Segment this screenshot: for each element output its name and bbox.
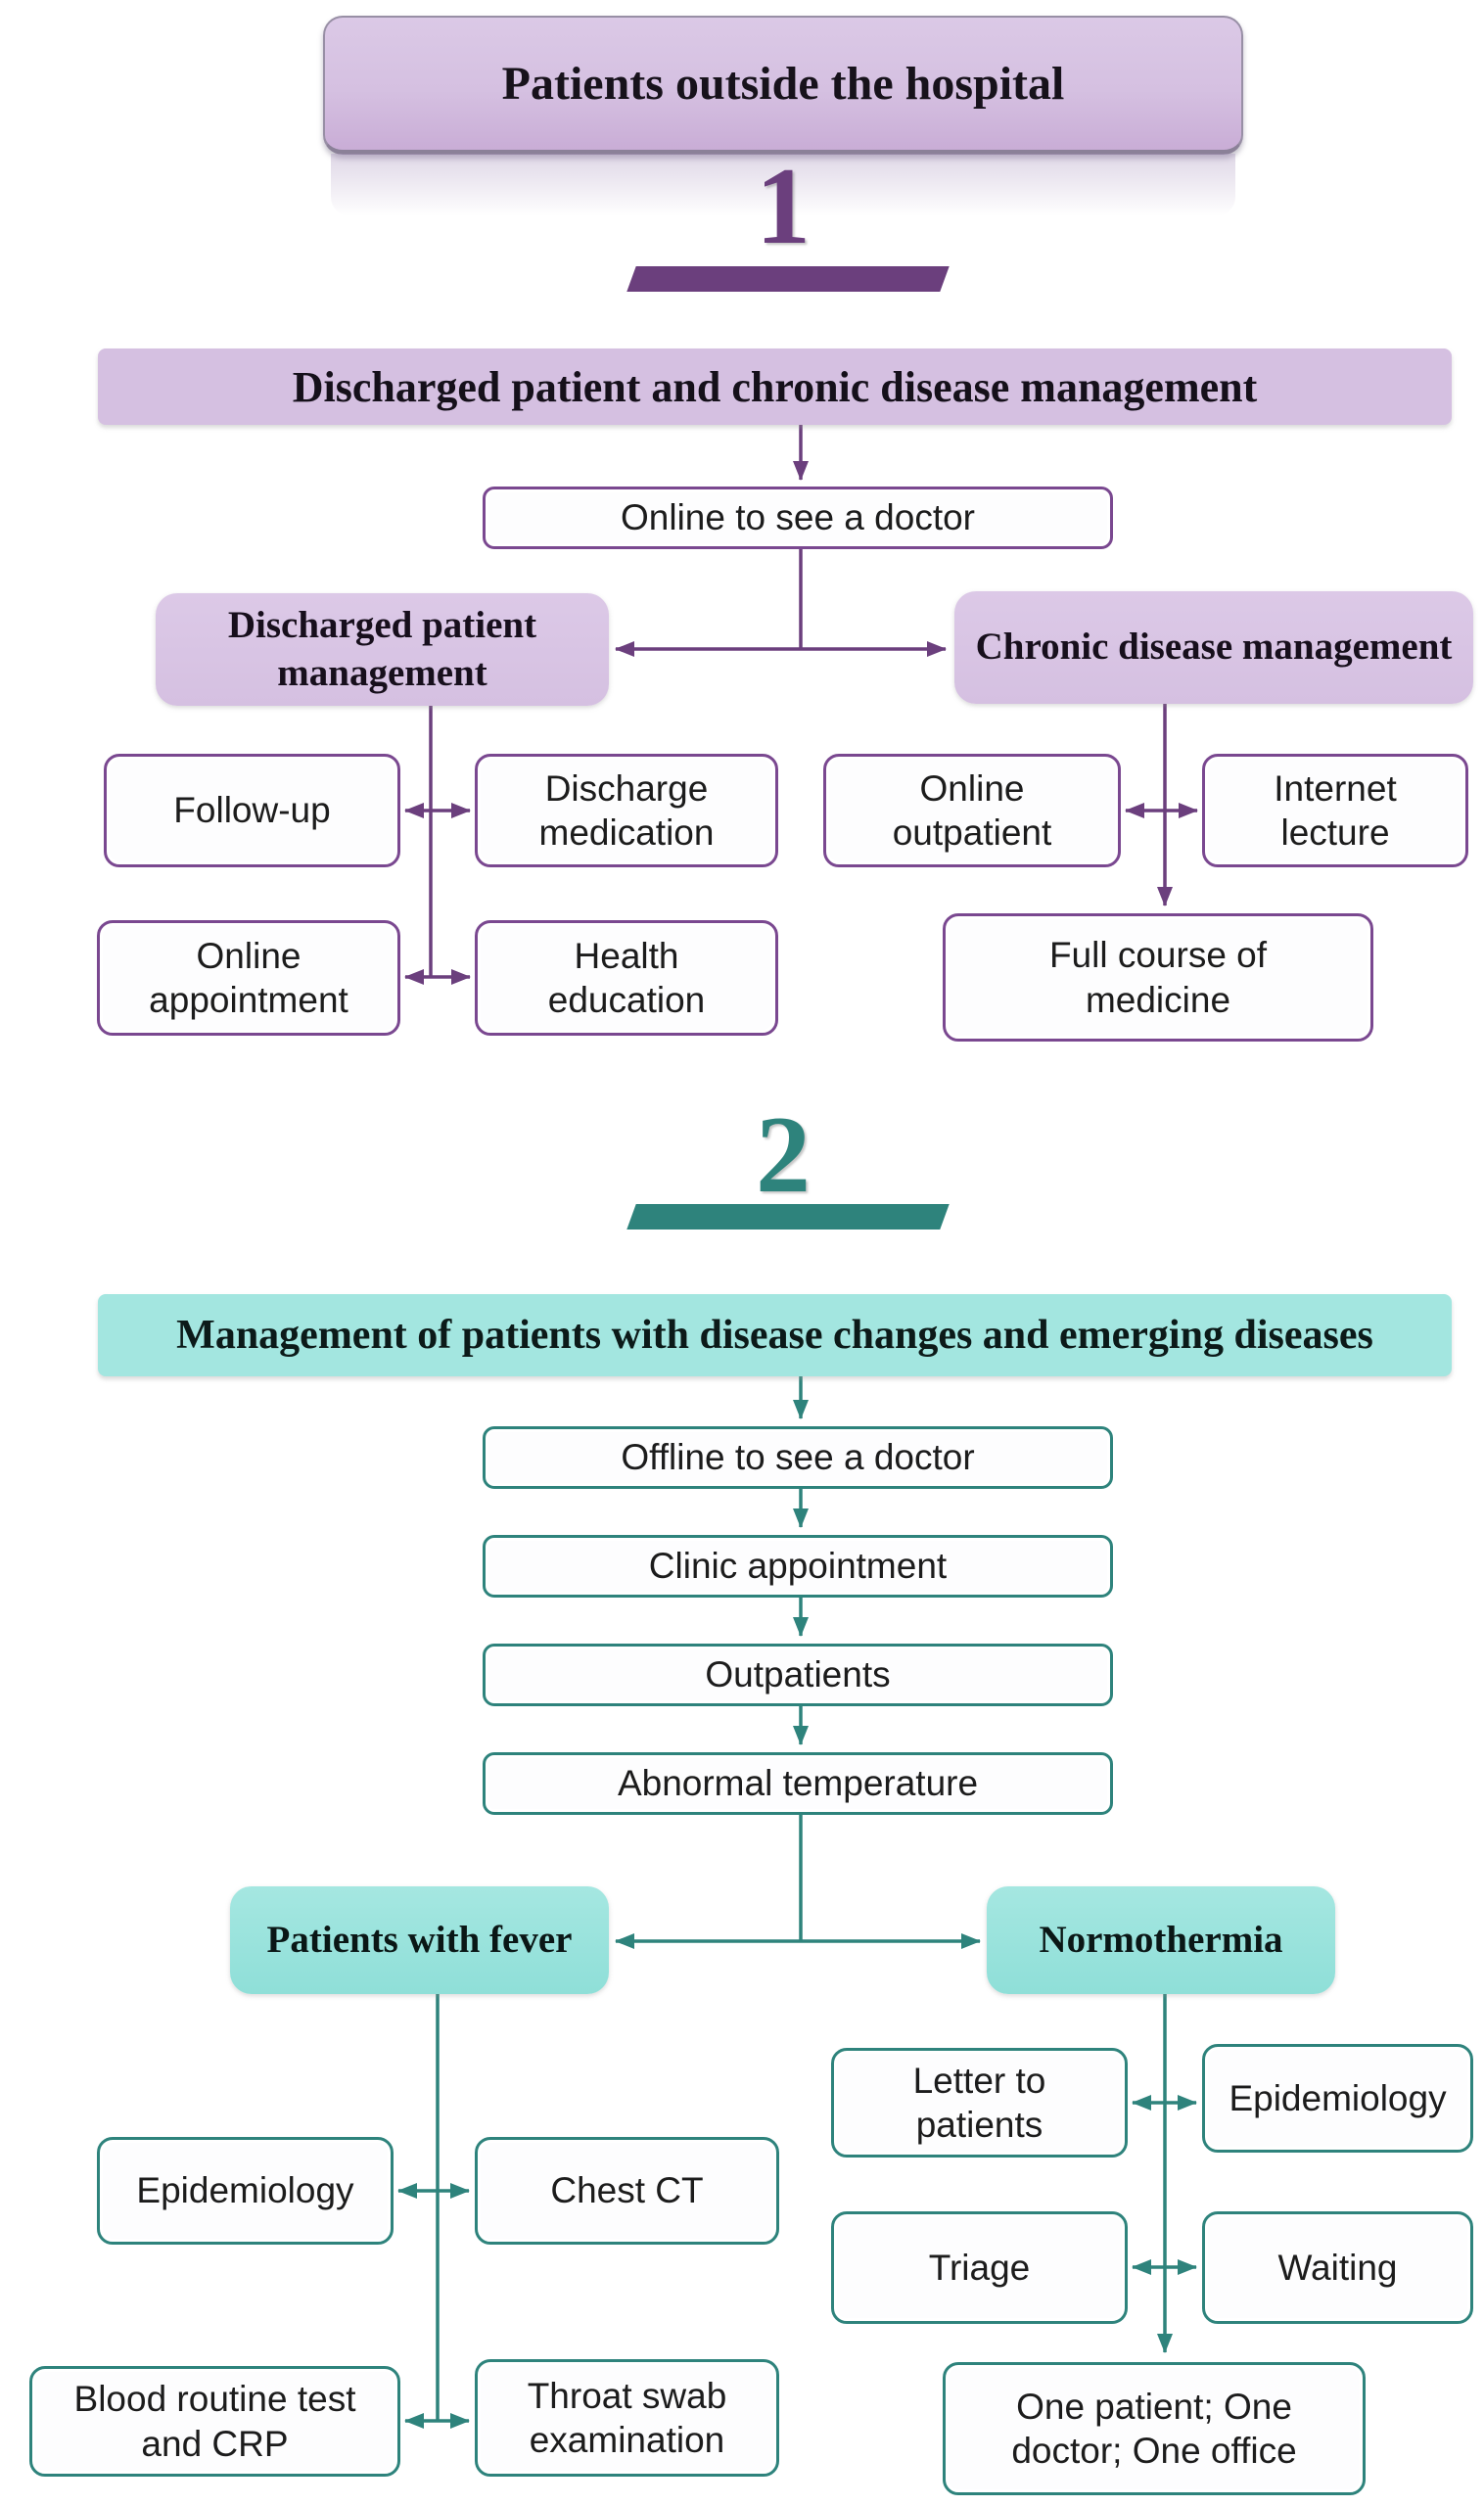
title-text: Patients outside the hospital	[501, 58, 1065, 110]
node-abnormal-temperature: Abnormal temperature	[483, 1752, 1113, 1815]
node-label: Blood routine test and CRP	[73, 2379, 356, 2464]
section1-number: 1	[685, 149, 881, 264]
node-label: Outpatients	[705, 1654, 891, 1695]
node-discharge-medication: Discharge medication	[475, 754, 778, 867]
node-letter-to-patients: Letter to patients	[831, 2048, 1128, 2158]
section1-number-underline	[626, 266, 950, 292]
node-online-appointment: Online appointment	[97, 920, 400, 1036]
node-label: Epidemiology	[1229, 2077, 1447, 2118]
node-label: Throat swab examination	[527, 2375, 727, 2460]
node-internet-lecture: Internet lecture	[1202, 754, 1468, 867]
header-patients-with-fever: Patients with fever	[230, 1886, 609, 1994]
node-label: Clinic appointment	[648, 1546, 948, 1587]
header-label: Normothermia	[1039, 1918, 1283, 1961]
node-triage: Triage	[831, 2211, 1128, 2324]
node-label: Discharge medication	[538, 767, 715, 853]
section2-banner: Management of patients with disease chan…	[98, 1294, 1452, 1376]
node-label: Full course of medicine	[1048, 935, 1268, 1020]
header-discharged-patient-management: Discharged patient management	[156, 593, 609, 706]
node-epidemiology-fever: Epidemiology	[97, 2137, 394, 2245]
node-online-outpatient: Online outpatient	[823, 754, 1121, 867]
section2-number: 2	[685, 1100, 881, 1210]
node-health-education: Health education	[475, 920, 778, 1036]
section2-number-text: 2	[756, 1094, 811, 1216]
node-label: Health education	[547, 935, 706, 1020]
node-full-course-of-medicine: Full course of medicine	[943, 913, 1373, 1042]
node-chest-ct: Chest CT	[475, 2137, 779, 2245]
node-label: Triage	[928, 2247, 1031, 2288]
node-one-patient-one-doctor-one-office: One patient; One doctor; One office	[943, 2362, 1366, 2495]
section2-number-underline	[626, 1204, 950, 1230]
node-label: Epidemiology	[136, 2170, 354, 2211]
node-label: Online appointment	[149, 935, 348, 1020]
header-chronic-disease-management: Chronic disease management	[954, 591, 1473, 704]
node-label: Offline to see a doctor	[621, 1437, 975, 1478]
section2-banner-text: Management of patients with disease chan…	[176, 1313, 1373, 1358]
node-waiting: Waiting	[1202, 2211, 1473, 2324]
node-clinic-appointment: Clinic appointment	[483, 1535, 1113, 1598]
node-offline-to-see-a-doctor: Offline to see a doctor	[483, 1426, 1113, 1489]
node-label: Letter to patients	[912, 2060, 1046, 2145]
node-label: Follow-up	[173, 790, 331, 831]
header-label: Chronic disease management	[975, 626, 1453, 669]
node-label: Chest CT	[550, 2170, 704, 2211]
node-outpatients: Outpatients	[483, 1644, 1113, 1706]
section1-banner-text: Discharged patient and chronic disease m…	[292, 362, 1258, 411]
header-label: Patients with fever	[266, 1918, 573, 1961]
node-label: Online outpatient	[892, 767, 1052, 853]
section1-banner: Discharged patient and chronic disease m…	[98, 348, 1452, 425]
node-label: Online to see a doctor	[621, 497, 975, 538]
node-follow-up: Follow-up	[104, 754, 400, 867]
node-label: One patient; One doctor; One office	[1011, 2386, 1297, 2471]
node-label: Abnormal temperature	[617, 1763, 979, 1804]
title-box: Patients outside the hospital	[323, 16, 1243, 217]
header-normothermia: Normothermia	[987, 1886, 1335, 1994]
section1-number-text: 1	[756, 146, 811, 267]
header-label: Discharged patient management	[227, 603, 537, 694]
node-blood-routine-test-and-crp: Blood routine test and CRP	[29, 2366, 400, 2477]
node-throat-swab-examination: Throat swab examination	[475, 2359, 779, 2477]
node-online-to-see-a-doctor: Online to see a doctor	[483, 487, 1113, 549]
node-label: Waiting	[1277, 2247, 1398, 2288]
node-epidemiology-normothermia: Epidemiology	[1202, 2044, 1473, 2153]
node-label: Internet lecture	[1274, 767, 1397, 853]
